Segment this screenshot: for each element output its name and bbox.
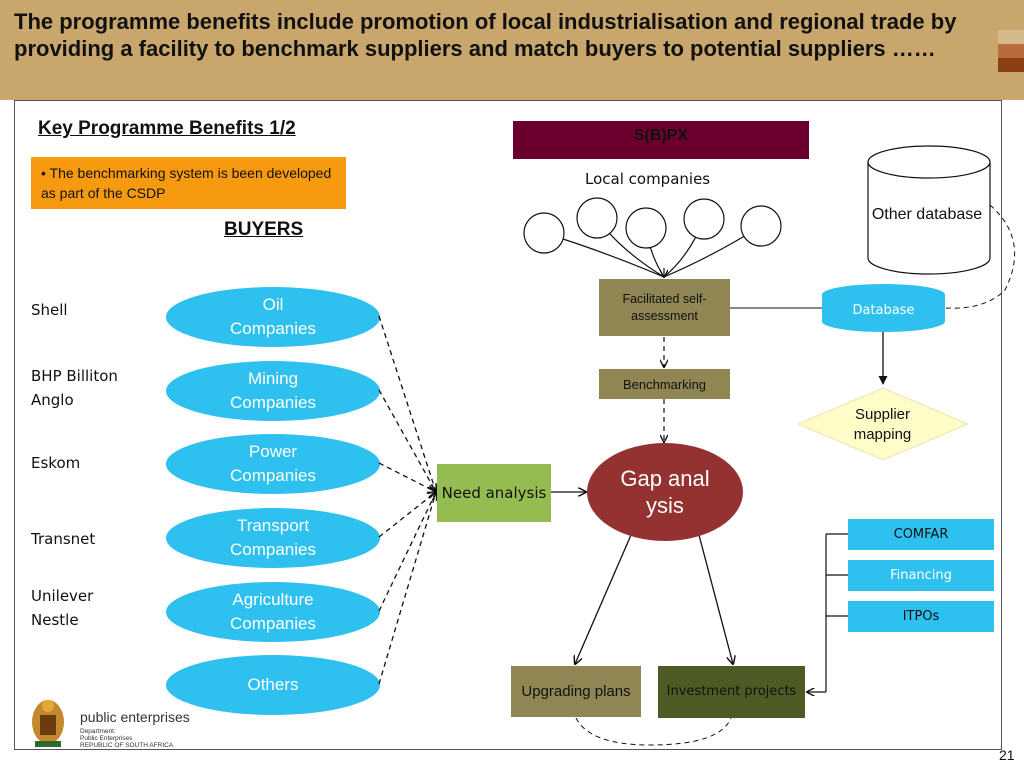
local-companies-label: Local companies bbox=[585, 170, 711, 188]
upgrading-plans-box: Upgrading plans bbox=[511, 666, 641, 717]
need-analysis-box: Need analysis bbox=[437, 464, 551, 522]
buyer-name-1: Shell bbox=[31, 301, 68, 319]
content-frame bbox=[14, 100, 1002, 750]
facilitated-self-assessment-box: Facilitated self-assessment bbox=[599, 279, 730, 336]
header-stripe-3 bbox=[998, 58, 1024, 72]
comfar-box: COMFAR bbox=[848, 519, 994, 550]
page-number: 21 bbox=[999, 747, 1015, 763]
itpos-box: ITPOs bbox=[848, 601, 994, 632]
mining-companies-node: Mining Companies bbox=[166, 361, 380, 421]
sbpx-banner: S(B)PX bbox=[513, 121, 809, 159]
database-cylinder: Database bbox=[822, 284, 945, 332]
header-bar bbox=[0, 0, 1024, 100]
logo-subtext: Department: Public Enterprises REPUBLIC … bbox=[80, 728, 174, 749]
buyer-name-3: Eskom bbox=[31, 454, 81, 472]
power-companies-node: Power Companies bbox=[166, 434, 380, 494]
other-database-label: Other database bbox=[871, 206, 983, 223]
logo-wordmark: public enterprises bbox=[80, 709, 190, 725]
header-stripe-2 bbox=[998, 44, 1024, 58]
investment-projects-box: Investment projects bbox=[658, 666, 805, 718]
buyer-name-2: BHP Billiton Anglo bbox=[31, 367, 118, 409]
gap-analysis-node: Gap analysis bbox=[587, 443, 743, 541]
financing-box: Financing bbox=[848, 560, 994, 591]
transport-companies-node: Transport Companies bbox=[166, 508, 380, 568]
agriculture-companies-node: Agriculture Companies bbox=[166, 582, 380, 642]
slide-title: The programme benefits include promotion… bbox=[14, 9, 957, 61]
others-node: Others bbox=[166, 655, 380, 715]
csdp-note: • The benchmarking system is been develo… bbox=[31, 157, 346, 209]
coat-of-arms-icon bbox=[32, 700, 64, 747]
header-stripe-1 bbox=[998, 30, 1024, 44]
buyer-name-4: Transnet bbox=[31, 530, 96, 548]
buyers-heading: BUYERS bbox=[224, 219, 304, 240]
supplier-mapping-label: Supplier mapping bbox=[853, 406, 912, 443]
section-subtitle: Key Programme Benefits 1/2 bbox=[38, 118, 296, 139]
oil-companies-node: Oil Companies bbox=[166, 287, 380, 347]
buyer-name-5: Unilever Nestle bbox=[31, 587, 94, 629]
benchmarking-box: Benchmarking bbox=[599, 369, 730, 399]
